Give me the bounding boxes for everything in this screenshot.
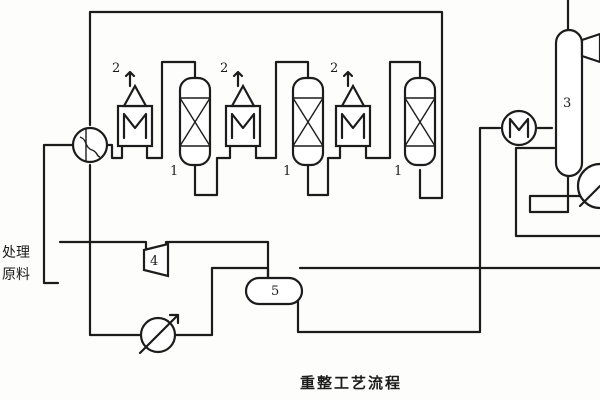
label-column: 3 [563,96,572,111]
process-lines [42,0,600,337]
cooler [138,313,180,355]
label-furnace-outlet-2: 2 [220,61,229,76]
main-heat-exchanger [71,126,109,164]
reactor-c [403,76,437,167]
gas-liquid-separator [244,276,304,306]
label-furnace-outlet-3: 2 [330,61,339,76]
label-reactor-1: 1 [170,164,179,179]
reactor-b [291,76,325,167]
label-furnace-outlet-1: 2 [112,61,121,76]
furnace-1 [116,70,154,148]
feed-label-line-1: 处理 [2,245,30,261]
label-reactor-3: 1 [394,164,403,179]
compressor [142,242,170,278]
diagram-caption: 重整工艺流程 [300,374,403,392]
furnace-3 [334,70,372,148]
stabilizer-column [554,28,600,178]
reboiler [576,162,600,210]
reactor-a [178,76,212,167]
label-compressor: 4 [150,254,159,269]
label-reactor-2: 1 [283,164,292,179]
furnace-2 [224,70,262,148]
label-separator: 5 [271,284,280,299]
feed-label-line-2: 原料 [2,267,30,283]
column-heat-exchanger [500,109,538,147]
